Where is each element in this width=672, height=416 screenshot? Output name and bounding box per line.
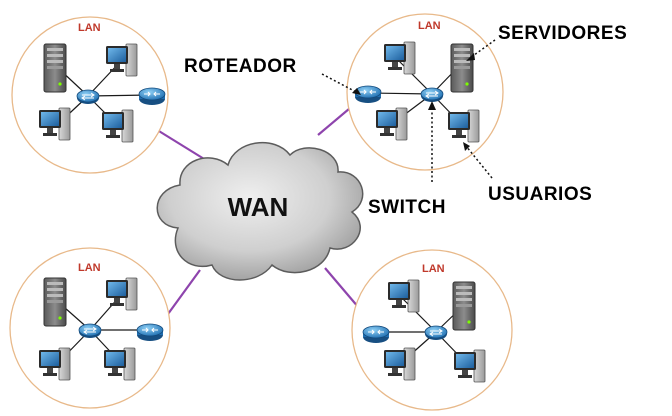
desktop-pc-icon — [38, 107, 71, 141]
wan-label: WAN — [228, 192, 289, 222]
desktop-pc-icon — [447, 109, 480, 143]
lan-bottom-right: LAN — [351, 249, 513, 411]
wan-cloud: WAN — [156, 141, 364, 281]
cloud-icon — [156, 141, 364, 281]
router-icon — [362, 325, 390, 344]
callout-pointers — [321, 39, 496, 182]
callout-switch: SWITCH — [368, 197, 446, 218]
lan-label: LAN — [78, 22, 101, 34]
desktop-pc-icon — [387, 279, 420, 313]
desktop-pc-icon — [38, 347, 71, 381]
lan-bottom-left: LAN — [9, 247, 171, 409]
lan-label: LAN — [418, 20, 441, 32]
callout-servidores: SERVIDORES — [498, 23, 627, 44]
switch-icon — [76, 89, 100, 105]
callout-arrowheads — [352, 53, 475, 151]
desktop-pc-icon — [105, 277, 138, 311]
server-icon — [452, 281, 476, 331]
router-icon — [138, 87, 166, 106]
lan-label: LAN — [422, 263, 445, 275]
desktop-pc-icon — [383, 41, 416, 75]
desktop-pc-icon — [101, 109, 134, 143]
desktop-pc-icon — [453, 349, 486, 383]
server-icon — [43, 277, 67, 327]
desktop-pc-icon — [105, 43, 138, 77]
lan-top-left: LAN — [11, 16, 169, 174]
server-icon — [450, 43, 474, 93]
callout-usuarios: USUARIOS — [488, 184, 592, 205]
switch-icon — [424, 325, 448, 341]
switch-icon — [420, 87, 444, 103]
desktop-pc-icon — [383, 347, 416, 381]
callout-roteador: ROTEADOR — [184, 56, 297, 77]
lan-top-right: LAN — [346, 13, 504, 171]
router-icon — [136, 323, 164, 342]
desktop-pc-icon — [103, 347, 136, 381]
switch-icon — [78, 323, 102, 339]
lan-label: LAN — [78, 262, 101, 274]
desktop-pc-icon — [375, 107, 408, 141]
server-icon — [43, 43, 67, 93]
pointer-servidores — [469, 39, 496, 59]
